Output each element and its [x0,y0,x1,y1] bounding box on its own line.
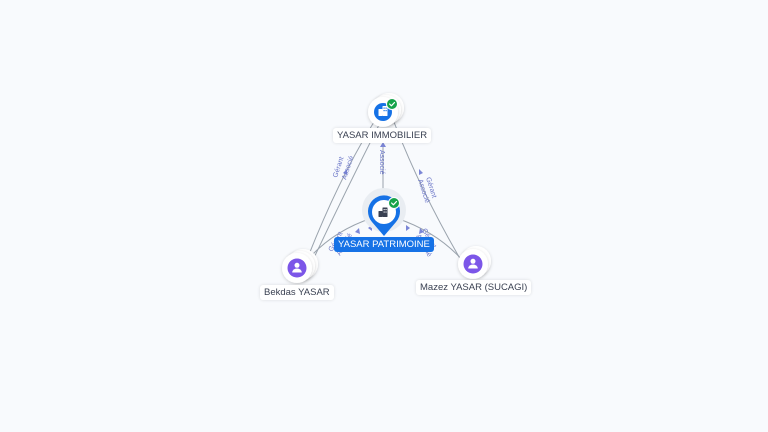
node-label-mazez-yasar[interactable]: Mazez YASAR (SUCAGI) [416,280,532,295]
person-icon-bg [463,254,483,274]
verified-check-icon [386,98,398,110]
person-icon [468,258,478,269]
arrow-head [380,142,386,147]
person-icon [292,262,302,273]
arrow-head [343,169,347,175]
edge-label: Associé [378,150,385,175]
node-bekdas-yasar[interactable] [282,249,318,283]
node-label-yasar-immobilier[interactable]: YASAR IMMOBILIER [333,128,432,143]
node-mazez-yasar[interactable] [458,246,491,279]
arrow-head [419,169,423,175]
node-yasar-immobilier[interactable] [368,93,404,127]
building-icon [378,106,388,116]
edge-main-mazez [395,217,465,263]
arrow-head [355,228,360,234]
verified-check-icon [388,197,400,209]
node-label-yasar-patrimoine[interactable]: YASAR PATRIMOINE [334,237,434,252]
building-icon [378,207,388,217]
arrow-head [419,228,424,234]
arrow-head [406,225,410,231]
node-yasar-patrimoine[interactable] [362,188,406,236]
person-icon-bg [287,258,307,278]
node-label-bekdas-yasar[interactable]: Bekdas YASAR [260,285,334,300]
